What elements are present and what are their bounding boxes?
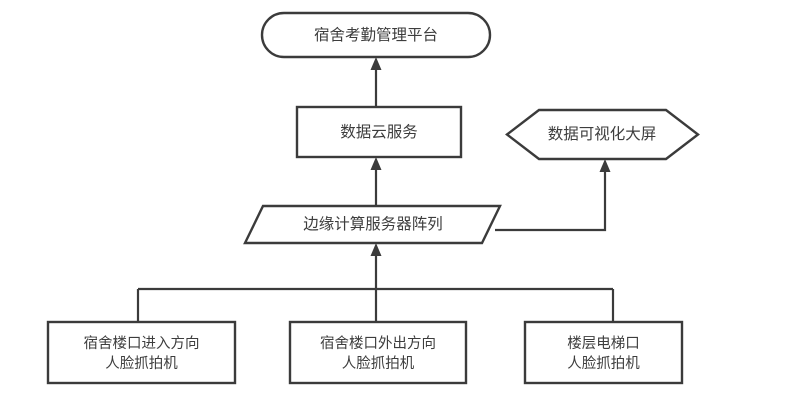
node-camera-in[interactable]: 宿舍楼口进入方向 人脸抓拍机 bbox=[46, 320, 237, 385]
node-visualization[interactable]: 数据可视化大屏 bbox=[505, 108, 700, 161]
arrow-head-icon bbox=[370, 57, 382, 70]
node-visualization-label: 数据可视化大屏 bbox=[548, 125, 657, 143]
node-camera-out-shape bbox=[288, 320, 468, 385]
edge-servers-to-cloud bbox=[370, 157, 382, 206]
node-camera-elevator-label-line1: 楼层电梯口 bbox=[567, 335, 640, 352]
node-camera-in-label-line1: 宿舍楼口进入方向 bbox=[84, 335, 200, 352]
node-visualization-shape bbox=[505, 108, 700, 161]
node-camera-elevator-shape bbox=[523, 320, 684, 385]
node-camera-in-shape bbox=[46, 320, 237, 385]
edge-cloud-to-platform bbox=[370, 57, 382, 107]
node-cloud-service-shape bbox=[295, 105, 463, 159]
node-camera-elevator[interactable]: 楼层电梯口 人脸抓拍机 bbox=[523, 320, 684, 385]
arrow-head-icon bbox=[370, 157, 382, 170]
connector-layer bbox=[136, 57, 615, 322]
node-cloud-service-label: 数据云服务 bbox=[340, 123, 418, 141]
edge-cameras-to-servers bbox=[370, 243, 382, 289]
node-platform[interactable]: 宿舍考勤管理平台 bbox=[260, 11, 492, 59]
node-cloud-service[interactable]: 数据云服务 bbox=[295, 105, 463, 159]
node-camera-in-label-line2: 人脸抓拍机 bbox=[105, 355, 178, 372]
edge-line bbox=[495, 170, 607, 232]
node-edge-servers-shape bbox=[243, 204, 502, 245]
node-camera-out-label-line2: 人脸抓拍机 bbox=[342, 355, 415, 372]
node-camera-out[interactable]: 宿舍楼口外出方向 人脸抓拍机 bbox=[288, 320, 468, 385]
node-camera-elevator-label-line2: 人脸抓拍机 bbox=[567, 355, 640, 372]
edge-servers-to-visualization bbox=[495, 159, 611, 232]
arrow-head-icon bbox=[370, 243, 382, 256]
arrow-head-icon bbox=[599, 159, 611, 172]
node-camera-out-label-line1: 宿舍楼口外出方向 bbox=[320, 335, 436, 352]
node-edge-servers[interactable]: 边缘计算服务器阵列 bbox=[243, 204, 502, 245]
node-platform-label: 宿舍考勤管理平台 bbox=[314, 26, 438, 44]
node-platform-shape bbox=[260, 11, 492, 59]
node-edge-servers-label: 边缘计算服务器阵列 bbox=[303, 214, 443, 233]
